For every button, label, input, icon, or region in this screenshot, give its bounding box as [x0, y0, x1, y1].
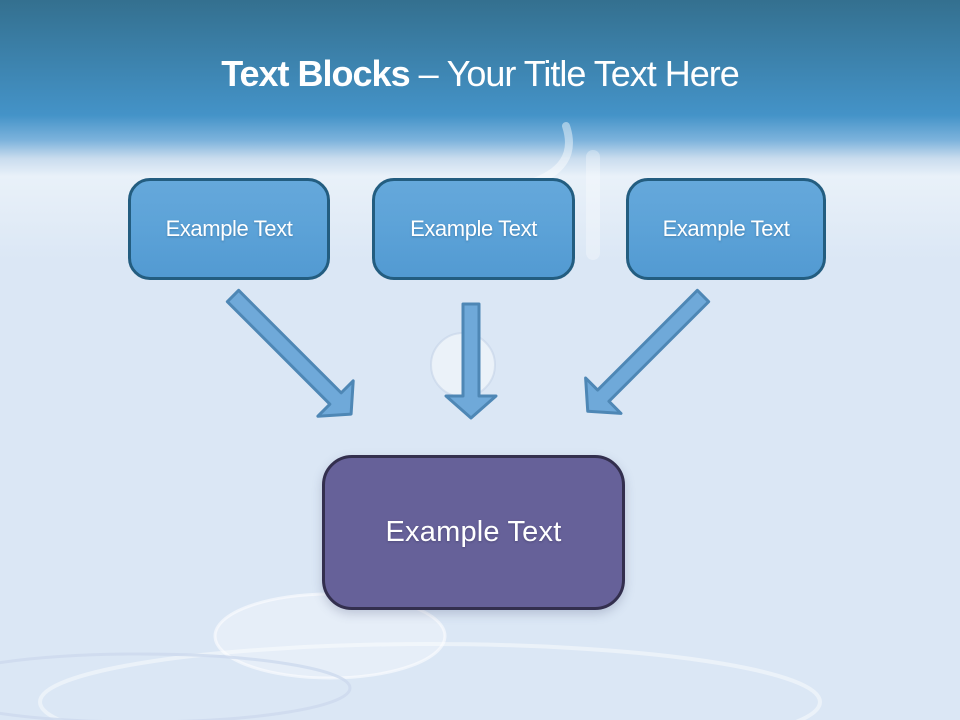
text-block-2[interactable]: Example Text — [372, 178, 575, 280]
water-streak-decoration — [586, 150, 600, 260]
water-ripple-decoration — [38, 642, 822, 720]
text-block-2-label: Example Text — [410, 216, 537, 241]
arrow-down-icon — [444, 302, 498, 420]
title-bold-text: Text Blocks — [221, 53, 410, 94]
arrow-down-right-icon — [225, 288, 355, 418]
text-block-3-label: Example Text — [662, 216, 790, 241]
text-block-1[interactable]: Example Text — [128, 178, 330, 280]
title-regular-text: Your Title Text Here — [446, 53, 740, 94]
water-swirl-decoration — [524, 122, 573, 188]
center-text-block[interactable]: Example Text — [322, 455, 625, 610]
text-block-1-label: Example Text — [165, 216, 293, 241]
arrow-down-left-icon — [584, 288, 711, 415]
center-text-block-label: Example Text — [385, 516, 562, 548]
water-drop-decoration — [430, 332, 496, 398]
slide-title[interactable]: Text Blocks–Your Title Text Here — [0, 52, 960, 96]
text-block-3[interactable]: Example Text — [626, 178, 826, 280]
water-ripple-decoration — [0, 652, 352, 720]
title-separator: – — [418, 53, 439, 94]
